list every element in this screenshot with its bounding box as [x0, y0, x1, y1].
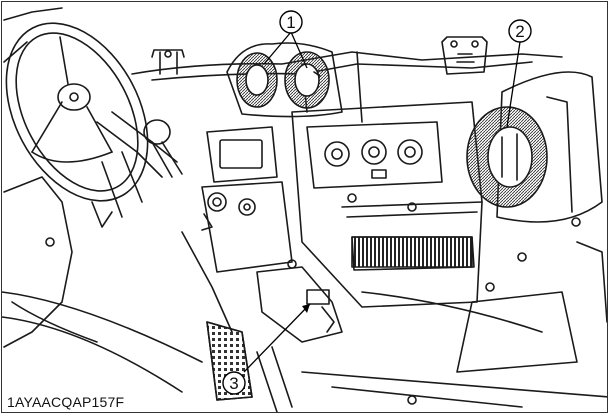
climate-panel [306, 121, 443, 189]
leader-line-1b [290, 31, 308, 69]
callout-2: 2 [508, 19, 532, 43]
callout-3: 3 [222, 371, 246, 395]
callout-1-label: 1 [286, 13, 295, 32]
leader-line-1a [263, 31, 292, 65]
steering-wheel [5, 22, 149, 202]
left-door-frame [3, 7, 98, 348]
callout-1: 1 [279, 10, 303, 34]
figure-code: 1AYAACQAP157F [6, 394, 128, 410]
dashboard-top [131, 36, 563, 123]
steering-column [91, 111, 183, 228]
leader-arrowhead-3 [302, 304, 310, 313]
leader-line-3 [243, 303, 311, 373]
lower-panel [256, 266, 343, 343]
right-vent-duct [466, 71, 607, 323]
floor-lines [2, 291, 607, 408]
binnacle [226, 42, 343, 118]
callout-2-label: 2 [515, 22, 524, 41]
callout-3-label: 3 [229, 374, 238, 393]
center-console [181, 126, 293, 333]
dash-body [287, 101, 578, 373]
leader-line-2 [506, 41, 521, 128]
